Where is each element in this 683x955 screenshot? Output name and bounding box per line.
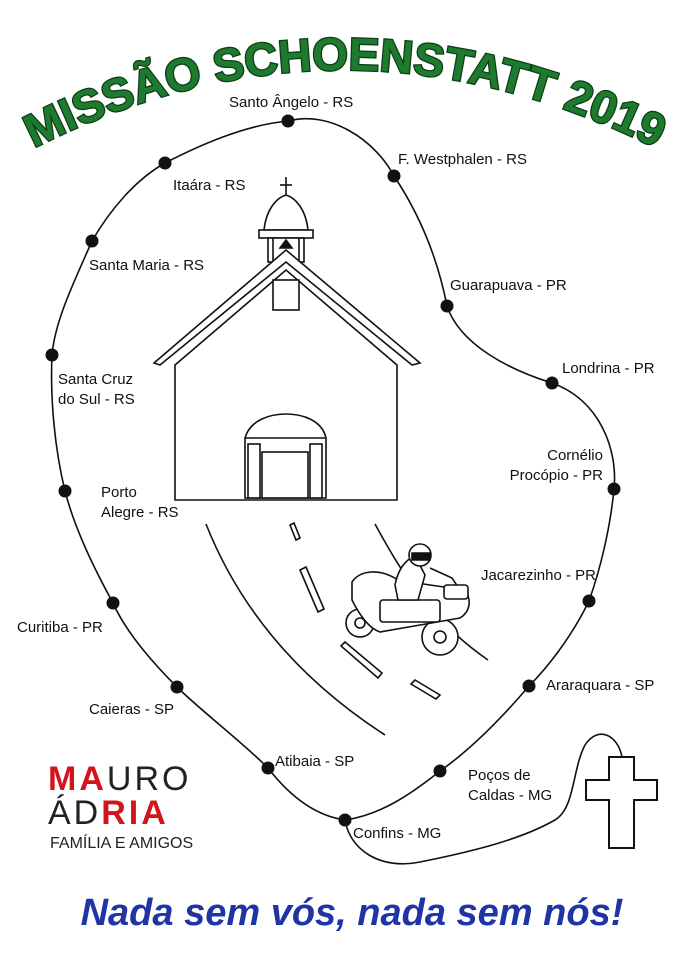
family-logo: MAURO ÁDRIA FAMÍLIA E AMIGOS [48, 760, 193, 852]
route-stop-label-line: Itaára - RS [173, 177, 246, 194]
route-stop-label-line: Caldas - MG [468, 787, 552, 804]
route-stop-dot [433, 764, 447, 778]
route-stop-label: Araraquara - SP [546, 677, 654, 694]
rosary-tail [344, 733, 623, 865]
route-stops: Santo Ângelo - RS F. Westphalen - RS Guara… [17, 94, 655, 842]
route-stop-label: Santa Maria - RS [89, 257, 204, 274]
route-stop: Jacarezinho - PR [481, 567, 596, 608]
route-stop-dot [158, 156, 172, 170]
route-stop: Santa Maria - RS [85, 234, 204, 274]
route-stop-label: Itaára - RS [173, 177, 246, 194]
route-stop-dot [261, 761, 275, 775]
svg-text:MAURO: MAURO [48, 760, 191, 798]
route-stop-dot [58, 484, 72, 498]
route-stop-label-line: Poços de [468, 767, 531, 784]
route-stop-label-line: Santo Ângelo - RS [229, 94, 353, 111]
route-stop-label-line: Araraquara - SP [546, 677, 654, 694]
motorcyclist-icon [345, 543, 470, 656]
route-stop-label: Londrina - PR [562, 360, 655, 377]
route-stop: Curitiba - PR [17, 596, 120, 636]
route-stop-dot [106, 596, 120, 610]
poster-motto: Nada sem vós, nada sem nós! [81, 892, 624, 934]
route-stop-label: Santa Cruz do Sul - RS [58, 371, 135, 408]
route-stop-label-line: Caieras - SP [89, 701, 174, 718]
route-stop-label: Curitiba - PR [17, 619, 103, 636]
route-stop-label-line: Cornélio [547, 447, 603, 464]
logo-subtitle: FAMÍLIA E AMIGOS [50, 833, 193, 852]
route-stop-label-line: Londrina - PR [562, 360, 655, 377]
route-stop-label: Santo Ângelo - RS [229, 94, 353, 111]
route-stop-label: Caieras - SP [89, 701, 174, 718]
route-stop: Poços de Caldas - MG [433, 764, 552, 804]
svg-text:ÁDRIA: ÁDRIA [48, 794, 169, 832]
route-stop-dot [607, 482, 621, 496]
route-stop: Araraquara - SP [522, 677, 654, 694]
logo-line1-red: MA [48, 760, 107, 798]
route-stop-dot [281, 114, 295, 128]
route-stop-dot [387, 169, 401, 183]
route-stop-label-line: Alegre - RS [101, 504, 179, 521]
church-icon [152, 177, 422, 501]
route-stop-label-line: Confins - MG [353, 825, 441, 842]
route-stop-label: Atibaia - SP [275, 753, 354, 770]
logo-line2-red: RIA [101, 794, 169, 832]
route-stop-label-line: Guarapuava - PR [450, 277, 567, 294]
route-stop-dot [45, 348, 59, 362]
logo-line1-dark: URO [107, 760, 192, 798]
route-stop-label-line: Jacarezinho - PR [481, 567, 596, 584]
route-stop-label: Poços de Caldas - MG [468, 767, 552, 804]
poster-title: MISSÃO SCHOENSTATT 2019 [16, 28, 675, 157]
route-stop-label-line: Procópio - PR [510, 467, 604, 484]
route-stop-label: Confins - MG [353, 825, 441, 842]
route-stop: Atibaia - SP [261, 753, 354, 775]
route-stop: Santa Cruz do Sul - RS [45, 348, 135, 408]
route-stop-label-line: Atibaia - SP [275, 753, 354, 770]
route-stop-label-line: F. Westphalen - RS [398, 151, 527, 168]
route-stop-dot [582, 594, 596, 608]
route-stop: Confins - MG [338, 813, 441, 842]
route-stop-dot [440, 299, 454, 313]
route-stop: Caieras - SP [89, 680, 184, 718]
route-stop-dot [170, 680, 184, 694]
route-stop-label-line: Santa Maria - RS [89, 257, 204, 274]
route-stop-dot [338, 813, 352, 827]
route-stop-dot [522, 679, 536, 693]
route-stop-label-line: do Sul - RS [58, 391, 135, 408]
logo-line2-dark: ÁD [48, 794, 101, 832]
route-stop-dot [545, 376, 559, 390]
route-stop-label-line: Curitiba - PR [17, 619, 103, 636]
route-stop-dot [85, 234, 99, 248]
cross-icon [585, 756, 658, 849]
route-stop: Londrina - PR [545, 360, 655, 390]
route-stop: Guarapuava - PR [440, 277, 567, 313]
route-stop-label-line: Porto [101, 484, 137, 501]
route-stop-label-line: Santa Cruz [58, 371, 133, 388]
route-stop-label: Guarapuava - PR [450, 277, 567, 294]
route-stop: Itaára - RS [158, 156, 246, 194]
route-stop-label: Jacarezinho - PR [481, 567, 596, 584]
route-stop: Santo Ângelo - RS [229, 94, 353, 128]
route-stop-label: F. Westphalen - RS [398, 151, 527, 168]
route-stop: F. Westphalen - RS [387, 151, 527, 183]
